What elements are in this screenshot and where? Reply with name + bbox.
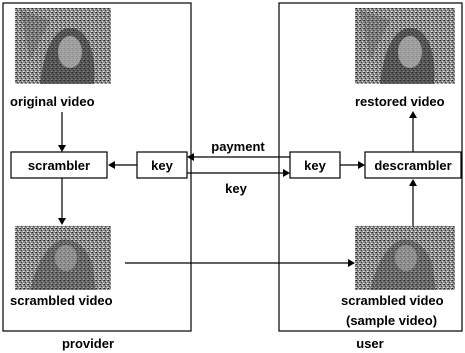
payment-label: payment: [211, 139, 265, 154]
arrow-key-to-scrambler: [108, 161, 137, 169]
key-transfer-label: key: [225, 181, 247, 196]
restored-video-image: [355, 8, 455, 84]
arrow-descrambler-to-restored: [409, 111, 417, 152]
descrambler-label: descrambler: [374, 158, 451, 173]
user-label: user: [356, 336, 383, 351]
key-label-provider: key: [151, 158, 173, 173]
arrow-scrambler-to-scrambled: [58, 178, 66, 225]
arrow-payment: [187, 153, 290, 161]
arrow-key-to-descrambler: [340, 161, 365, 169]
key-block-provider: [136, 151, 188, 179]
scrambled-video-caption-provider: scrambled video: [10, 293, 113, 308]
arrow-original-to-scrambler: [58, 112, 66, 152]
key-label-user: key: [304, 158, 326, 173]
scrambled-video-image-user: [355, 226, 455, 290]
arrow-scrambled-to-descrambler: [409, 179, 417, 226]
original-video-caption: original video: [10, 94, 95, 109]
arrow-scrambled-transfer: [125, 259, 355, 267]
scrambler-block: [10, 151, 108, 179]
provider-label: provider: [62, 336, 114, 351]
original-video-image: [15, 8, 111, 84]
restored-video-caption: restored video: [355, 94, 445, 109]
scrambled-video-caption-user-line1: scrambled video: [341, 293, 444, 308]
scrambled-video-caption-user-line2: (sample video): [346, 313, 437, 328]
user-panel: [278, 2, 463, 332]
key-block-user: [289, 151, 341, 179]
arrow-key-transfer: [187, 169, 290, 177]
scrambled-video-image-provider: [15, 226, 111, 290]
provider-panel: [2, 2, 192, 332]
scrambler-label: scrambler: [28, 158, 90, 173]
